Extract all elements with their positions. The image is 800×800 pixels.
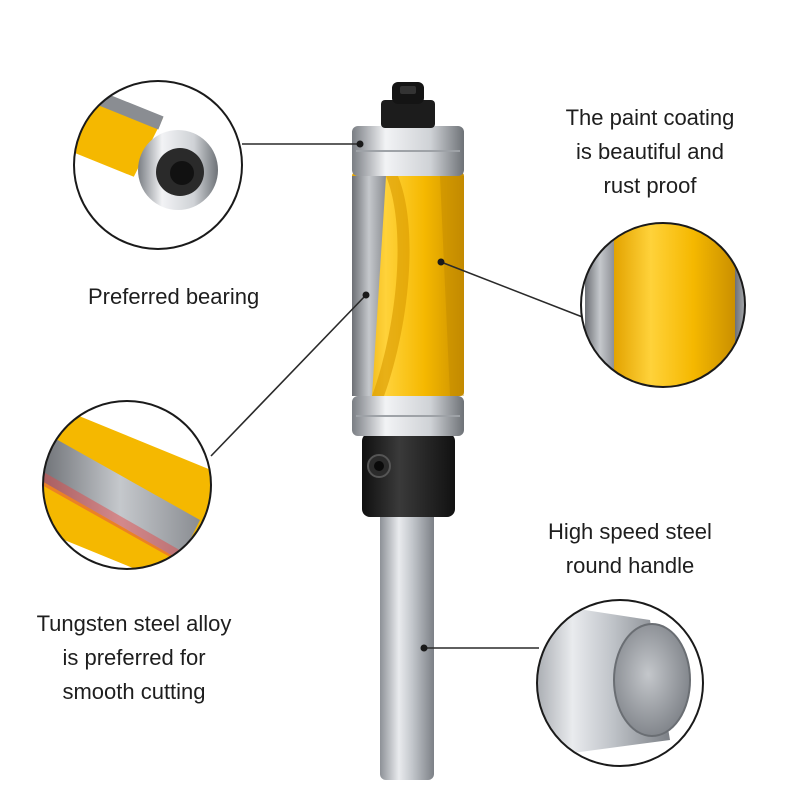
paint-coating-callout: The paint coating is beautiful and rust … bbox=[540, 101, 760, 203]
zoom-blade bbox=[42, 400, 212, 570]
zoom-shank bbox=[536, 599, 704, 767]
steel-handle-callout: High speed steel round handle bbox=[520, 515, 740, 583]
router-bit bbox=[352, 82, 464, 780]
cap-screw bbox=[381, 100, 435, 128]
paint-line-1: The paint coating bbox=[565, 105, 735, 130]
bearing-callout: Preferred bearing bbox=[88, 280, 288, 314]
zoom-bearing bbox=[73, 80, 243, 250]
shank bbox=[380, 506, 434, 780]
paint-line-2: is beautiful and bbox=[576, 139, 724, 164]
steel-line-1: High speed steel bbox=[548, 519, 712, 544]
tungsten-callout: Tungsten steel alloy is preferred for sm… bbox=[14, 607, 254, 709]
collar bbox=[362, 433, 455, 517]
zoom-paint bbox=[580, 222, 746, 388]
tungsten-line-3: smooth cutting bbox=[62, 679, 206, 704]
paint-line-3: rust proof bbox=[603, 173, 697, 198]
steel-line-2: round handle bbox=[565, 553, 695, 578]
paint-connector bbox=[440, 261, 586, 319]
bearing-line-1: Preferred bearing bbox=[88, 284, 260, 309]
connector-lines bbox=[210, 143, 586, 649]
carbide-blade bbox=[352, 176, 386, 396]
tungsten-connector bbox=[210, 294, 367, 457]
tungsten-line-2: is preferred for bbox=[62, 645, 206, 670]
tungsten-line-1: Tungsten steel alloy bbox=[36, 611, 232, 636]
